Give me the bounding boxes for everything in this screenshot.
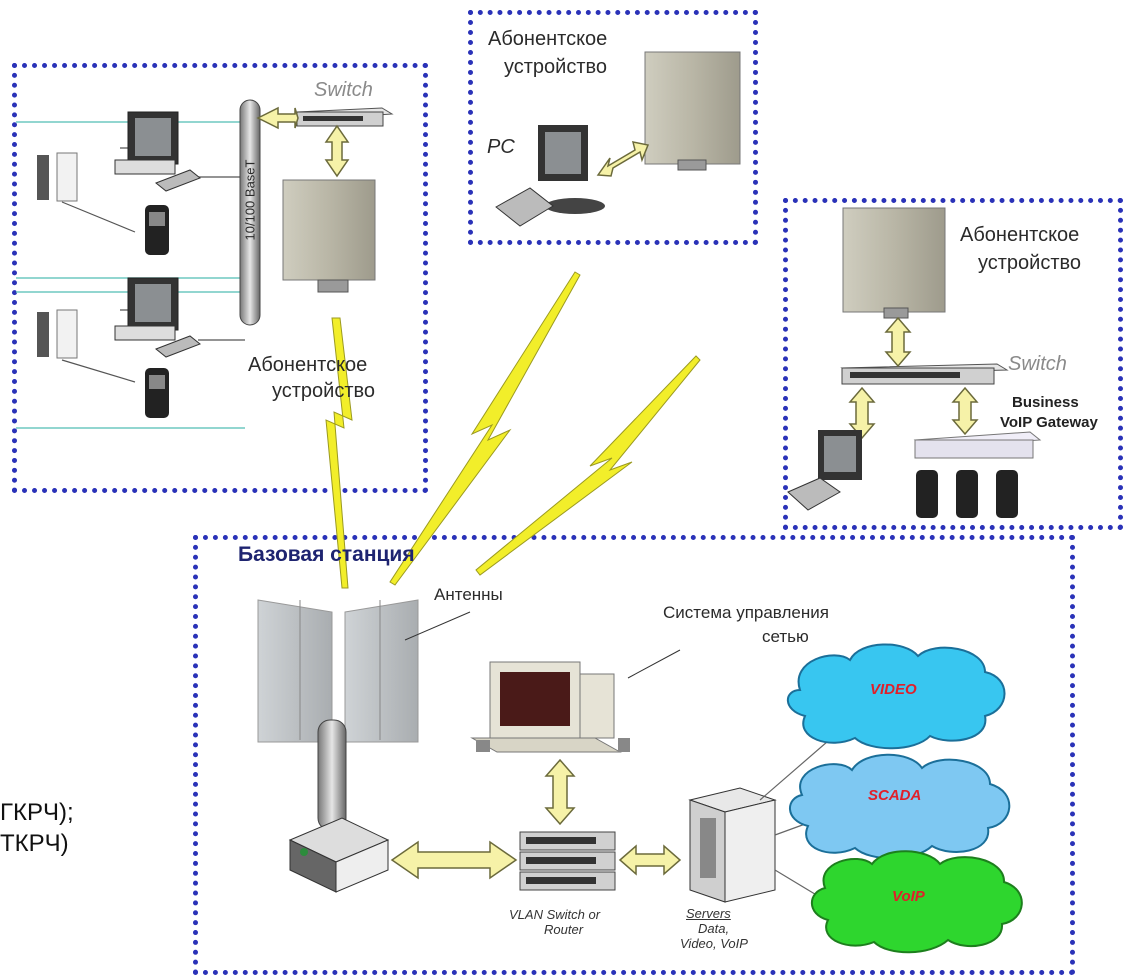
switch-icon xyxy=(295,107,394,127)
lan-cables xyxy=(61,147,245,383)
radio-to-switch-arrow xyxy=(390,840,518,880)
radio-link-lightning xyxy=(325,271,701,589)
clipped-text-l1: ГКРЧ); xyxy=(0,799,74,826)
vlan-switch-label-l2: Router xyxy=(544,922,584,937)
scada-cloud-label: SCADA xyxy=(868,787,922,804)
vlan-switch-label-l1: VLAN Switch or xyxy=(509,907,601,922)
workstation-icon xyxy=(114,277,201,358)
subscriber-label-right-l2: устройство xyxy=(978,252,1082,274)
vlan-switch-icon xyxy=(519,831,616,891)
leader-lines xyxy=(404,611,681,679)
scada-cloud-icon xyxy=(789,753,1011,860)
pc-label: PC xyxy=(487,136,515,158)
antenna-mast xyxy=(317,719,347,831)
subscriber-label-right-l1: Абонентское xyxy=(960,224,1080,246)
base-station-frame xyxy=(193,535,1075,975)
subscriber-unit-icon xyxy=(842,207,946,319)
link-arrows-left xyxy=(256,106,350,178)
workstation-icon xyxy=(114,111,201,192)
pc-icon xyxy=(495,125,605,227)
subscriber-label-left-l2: устройство xyxy=(272,380,376,402)
switch-to-server-arrow xyxy=(618,844,682,876)
subscriber-label-left-l1: Абонентское xyxy=(248,354,368,376)
subscriber-label-top-l2: устройство xyxy=(504,56,608,78)
voip-cloud-icon xyxy=(810,850,1023,954)
pc-link-arrow xyxy=(596,141,650,177)
nms-label-l1: Система управления xyxy=(663,603,829,622)
baset-label: 10/100 BaseT xyxy=(242,159,258,241)
right-site-frame xyxy=(783,198,1123,530)
mobile-phone-icon xyxy=(145,205,169,418)
antenna-array-icon xyxy=(257,599,419,743)
base-station-title: Базовая станция xyxy=(238,543,415,566)
pc-icon xyxy=(787,430,862,511)
business-gateway-label-l1: Business xyxy=(1012,394,1079,411)
video-cloud-icon xyxy=(786,643,1006,750)
voip-gateway-icon xyxy=(913,431,1042,459)
business-gateway-label-l2: VoIP Gateway xyxy=(1000,414,1098,431)
nms-label-l2: сетью xyxy=(762,627,809,646)
subscriber-unit-icon xyxy=(644,51,741,171)
subscriber-label-top-l1: Абонентское xyxy=(488,28,608,50)
ip-phone-icon xyxy=(37,152,78,359)
voip-cloud-label: VoIP xyxy=(892,888,925,905)
nms-computer-icon xyxy=(470,661,630,753)
antennas-label: Антенны xyxy=(434,585,503,604)
link-arrows-right xyxy=(848,316,979,440)
base-station-radio-icon xyxy=(288,817,390,893)
servers-label-l2: Data, xyxy=(698,921,730,936)
clipped-text-l2: ТКРЧ) xyxy=(0,830,69,857)
switch-label-left: Switch xyxy=(314,79,373,101)
servers-label-l3: Video, VoIP xyxy=(680,936,748,951)
subscriber-unit-icon xyxy=(282,179,376,293)
mobile-phone-icon xyxy=(916,470,1018,518)
nms-to-switch-arrow xyxy=(544,758,576,826)
ethernet-bus-bar xyxy=(239,99,261,326)
video-cloud-label: VIDEO xyxy=(870,681,917,698)
left-site-frame xyxy=(12,63,428,493)
switch-label-right: Switch xyxy=(1008,353,1067,375)
top-site-frame xyxy=(468,10,758,245)
servers-label-l1: Servers xyxy=(686,906,731,921)
switch-icon xyxy=(840,363,1009,385)
servers-icon xyxy=(688,787,777,903)
